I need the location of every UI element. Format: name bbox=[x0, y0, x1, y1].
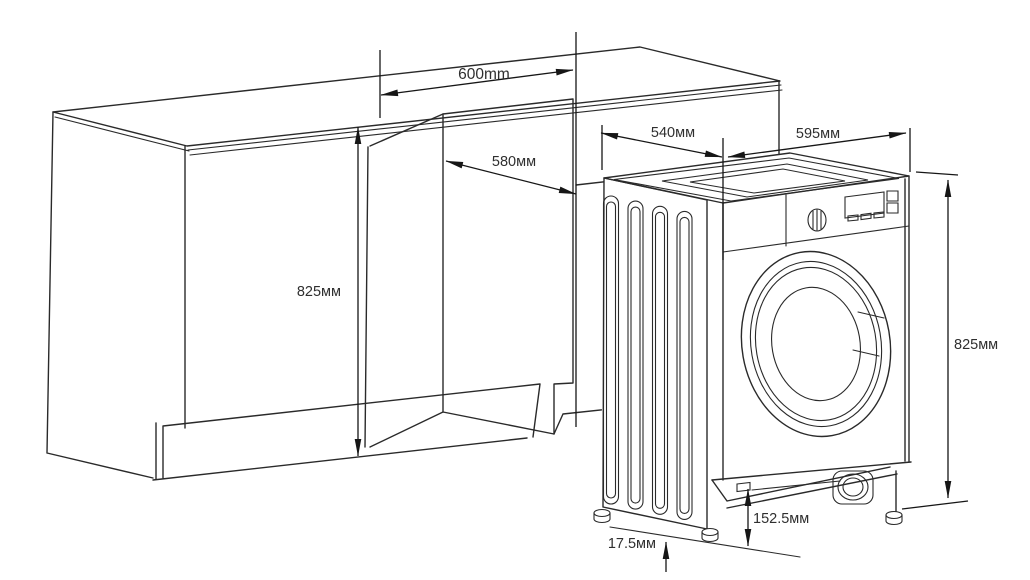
pump-access-cap bbox=[837, 473, 869, 501]
floor-reference-line bbox=[609, 526, 801, 558]
vent-slot bbox=[627, 200, 644, 510]
machine-top-lid bbox=[661, 163, 869, 198]
extension-line bbox=[915, 171, 959, 176]
door-ring bbox=[754, 266, 878, 422]
machine-foot bbox=[701, 527, 719, 543]
vent-slot-inner bbox=[605, 201, 617, 499]
vent-slot-inner bbox=[630, 206, 641, 504]
countertop bbox=[52, 46, 781, 147]
niche-back-panel bbox=[442, 98, 574, 435]
vent-slot-inner bbox=[679, 216, 690, 514]
control-panel-divider bbox=[722, 194, 910, 253]
vent-slot bbox=[676, 210, 693, 520]
machine-body-silhouette bbox=[601, 153, 911, 531]
vent-slot bbox=[602, 195, 620, 505]
vent-slot bbox=[651, 205, 669, 515]
niche-left-wall bbox=[369, 113, 444, 448]
machine-top-rim bbox=[613, 157, 900, 202]
side-vent-slots bbox=[602, 195, 693, 520]
countertop-edge-thickness bbox=[54, 84, 783, 156]
dim-label-niche-height: 825мм bbox=[297, 284, 341, 300]
machine-foot bbox=[885, 510, 903, 526]
left-side-panel bbox=[46, 111, 186, 479]
dim-label-machine-width: 595мм bbox=[796, 126, 840, 142]
dim-label-niche-width: 600mm bbox=[458, 66, 510, 83]
machine-front-panel bbox=[711, 175, 912, 481]
machine-feet bbox=[593, 508, 903, 543]
door-glass bbox=[771, 286, 861, 402]
dim-label-niche-depth: 580мм bbox=[492, 154, 536, 170]
pump-access-panel bbox=[832, 470, 874, 505]
door-outer-ring bbox=[740, 250, 892, 438]
dim-line-niche-depth bbox=[445, 160, 577, 195]
door-porthole bbox=[740, 250, 892, 438]
program-knob bbox=[807, 208, 827, 232]
program-knob-ridges bbox=[812, 209, 822, 231]
control-panel bbox=[722, 190, 910, 253]
option-buttons bbox=[886, 190, 899, 214]
washing-machine-drawing bbox=[593, 152, 912, 543]
dimension-annotations bbox=[354, 32, 969, 572]
cabinet-door-edge bbox=[364, 146, 369, 448]
door-ring bbox=[749, 260, 883, 428]
dim-line-machine-width bbox=[727, 132, 907, 158]
machine-foot bbox=[593, 508, 611, 524]
dim-label-machine-depth: 540мм bbox=[651, 125, 695, 141]
door-handle bbox=[852, 311, 885, 357]
dimension-labels: 600mm 580мм 825мм 540мм 595мм 825мм 152.… bbox=[297, 66, 998, 552]
display-buttons bbox=[847, 211, 885, 222]
dim-line-niche-width bbox=[380, 68, 574, 97]
vent-slot-inner bbox=[654, 211, 666, 509]
pump-access-cap-inner bbox=[842, 477, 864, 497]
dim-label-feet-height: 17.5мм bbox=[608, 536, 656, 552]
dim-label-machine-height: 825мм bbox=[954, 337, 998, 353]
dim-line-machine-depth bbox=[600, 132, 723, 158]
machine-base bbox=[711, 466, 898, 514]
dim-label-base-recess: 152.5мм bbox=[753, 511, 809, 527]
cabinet-plinth bbox=[152, 383, 541, 481]
extension-line bbox=[901, 500, 969, 510]
